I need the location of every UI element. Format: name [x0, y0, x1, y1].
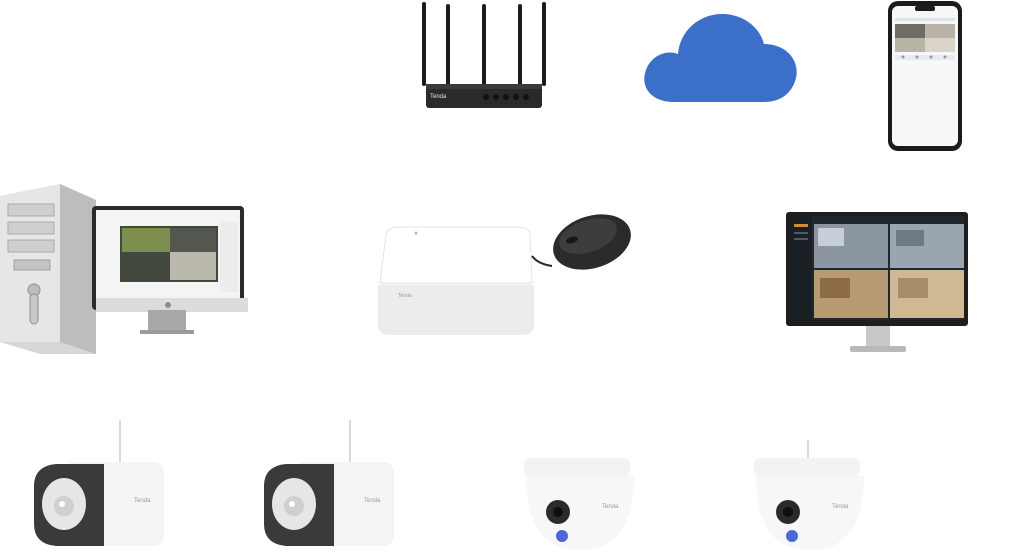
desktop-computer [0, 182, 250, 357]
bullet-camera-icon: Tenda [34, 420, 164, 546]
camera-1-brand: Tenda [134, 498, 151, 504]
dome-camera-icon: Tenda [754, 440, 864, 550]
mouse-icon [531, 214, 631, 270]
router-brand: Tenda [430, 94, 447, 100]
nvr-recorder: Tenda [376, 225, 546, 337]
camera-3-brand: Tenda [602, 504, 619, 510]
router: Tenda [410, 0, 560, 115]
desktop-computer-icon [0, 184, 248, 354]
cloud-icon [644, 14, 797, 102]
smartphone [887, 0, 963, 152]
bullet-camera-icon: Tenda [264, 420, 394, 546]
monitor-icon [786, 212, 968, 352]
camera-4-brand: Tenda [832, 504, 849, 510]
dome-camera-icon: Tenda [524, 458, 634, 550]
camera-1: Tenda [24, 420, 168, 552]
router-icon: Tenda [422, 2, 546, 108]
smartphone-icon [888, 1, 962, 151]
monitor [786, 212, 970, 356]
nvr-brand: Tenda [398, 293, 412, 299]
camera-2-brand: Tenda [364, 498, 381, 504]
nvr-recorder-icon: Tenda [378, 226, 534, 335]
camera-2: Tenda [254, 420, 398, 552]
camera-4: Tenda [750, 440, 870, 552]
camera-3: Tenda [520, 440, 640, 552]
mouse [531, 208, 634, 278]
cloud [640, 10, 800, 106]
